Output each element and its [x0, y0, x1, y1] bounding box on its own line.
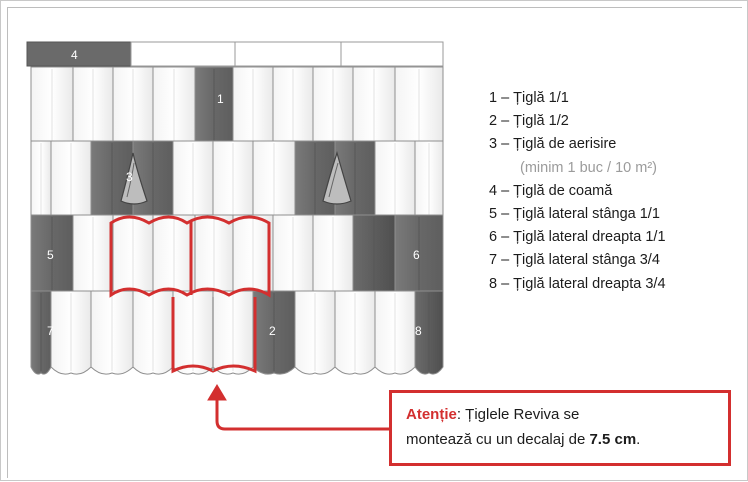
legend-item: 3 – Țiglă de aerisire — [489, 136, 617, 153]
vent-tile-right — [322, 150, 352, 205]
tile-number-1: 1 — [217, 92, 224, 106]
tile-number-5: 5 — [47, 248, 54, 262]
highlight-block-upper — [109, 215, 271, 298]
legend-item: 1 – Țiglă 1/1 — [489, 90, 569, 106]
ridge-tile — [130, 41, 240, 67]
callout-line-2: montează cu un decalaj de 7.5 cm. — [406, 427, 714, 452]
ridge-tile-4 — [26, 41, 132, 67]
callout-text-b: montează cu un decalaj de — [406, 431, 590, 448]
callout-line-1: Atenție: Țiglele Reviva se — [406, 402, 714, 427]
legend-item: 5 – Țiglă lateral stânga 1/1 — [489, 205, 660, 222]
tile-number-3: 3 — [126, 170, 133, 184]
tile-number-8: 8 — [415, 324, 422, 338]
legend-item: 6 – Țiglă lateral dreapta 1/1 — [489, 229, 666, 246]
legend-item: 7 – Țiglă lateral stânga 3/4 — [489, 252, 660, 269]
callout-end: . — [636, 431, 641, 448]
offset-highlight — [109, 215, 271, 374]
tile-number-6: 6 — [413, 248, 420, 262]
legend-item: 2 – Țiglă 1/2 — [489, 113, 569, 130]
tile-number-2: 2 — [269, 324, 276, 338]
callout-text-a: : Țiglele Reviva se — [456, 406, 580, 423]
callout-arrow — [207, 384, 389, 431]
ridge-tile — [340, 41, 444, 67]
tile-rows — [30, 66, 444, 375]
legend-note: (minim 1 buc / 10 m²) — [520, 159, 657, 176]
ridge-row: 4 — [26, 41, 444, 67]
legend-item: 8 – Țiglă lateral dreapta 3/4 — [489, 275, 666, 292]
legend-list: 1 – Țiglă 1/1 2 – Țiglă 1/2 3 – Țiglă de… — [489, 87, 666, 296]
tile-number-4: 4 — [71, 48, 78, 62]
callout-label: Atenție — [406, 406, 457, 423]
vent-tile-left — [120, 152, 148, 205]
callout-value: 7.5 cm — [589, 431, 637, 448]
tile-number-7: 7 — [47, 324, 54, 338]
inner-frame — [7, 7, 742, 478]
ridge-tile — [234, 41, 344, 67]
attention-callout: Atenție: Țiglele Reviva se montează cu u… — [389, 390, 731, 466]
tile-number-labels: 1 3 5 6 7 2 8 — [47, 92, 422, 338]
legend-item: 4 – Țiglă de coamă — [489, 182, 613, 199]
